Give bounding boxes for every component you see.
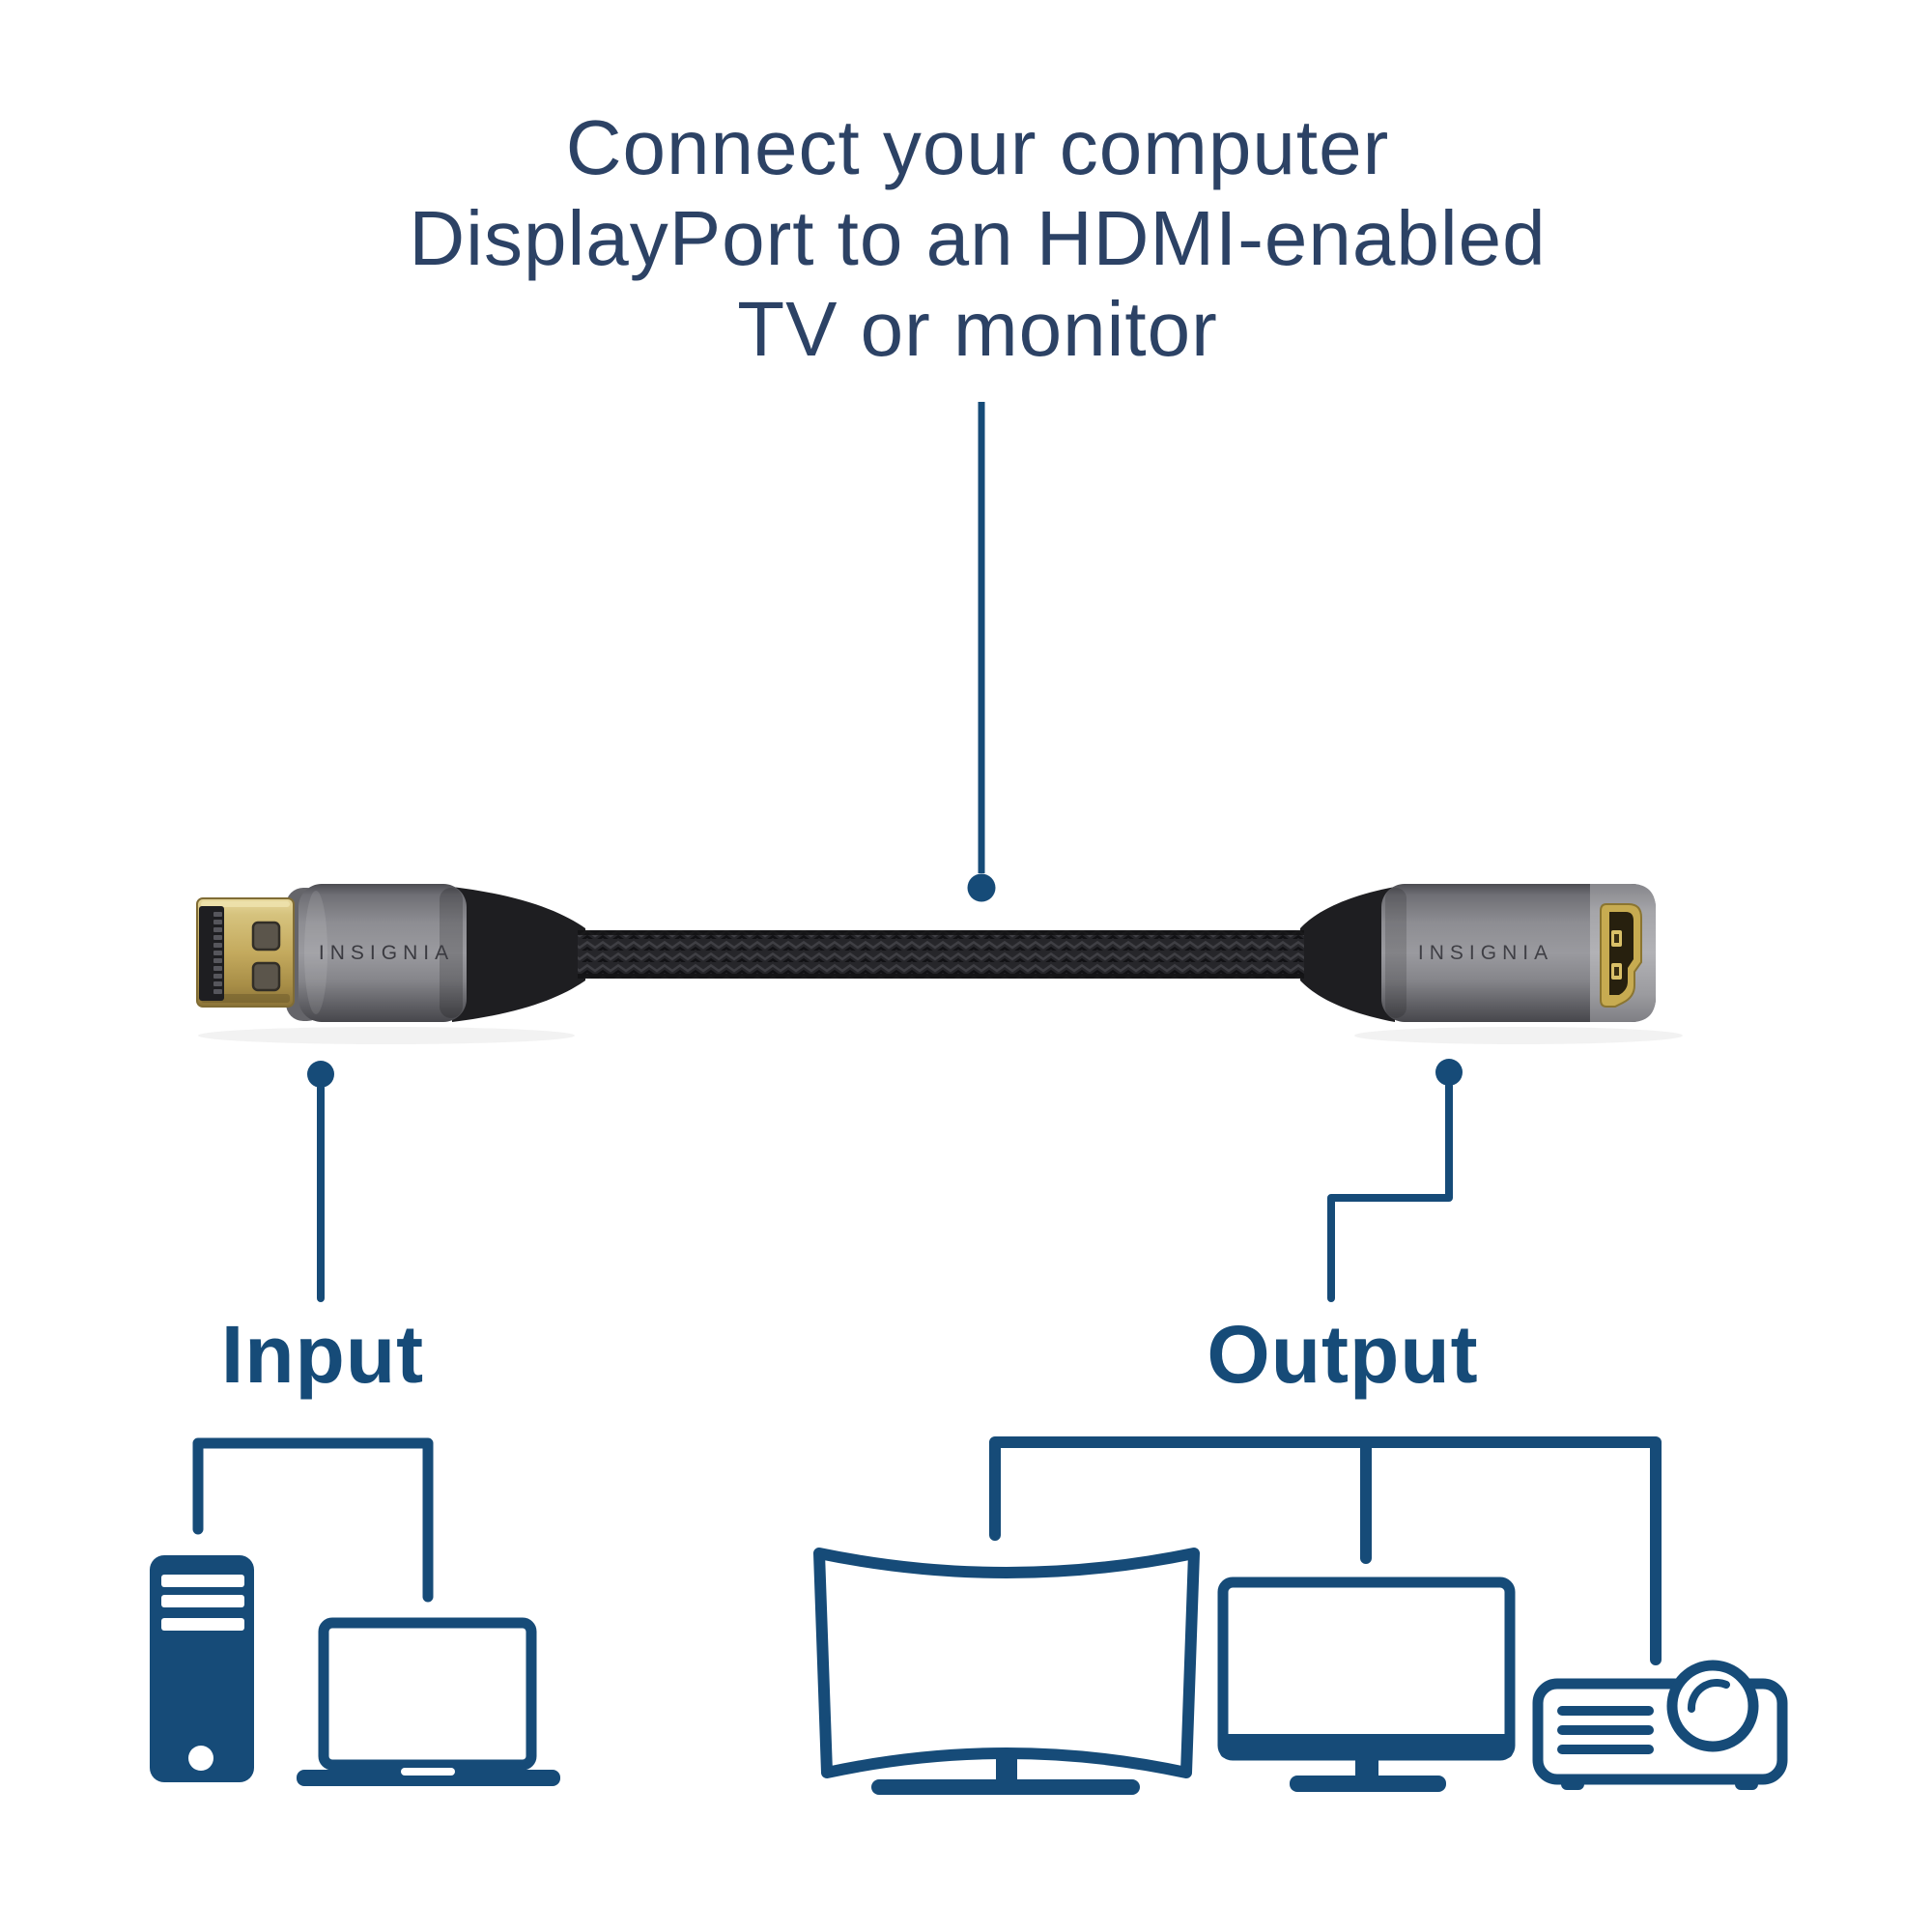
curved-tv-icon bbox=[813, 1548, 1200, 1795]
displayport-connector bbox=[196, 884, 467, 1022]
left-connector-brand-text: INSIGNIA bbox=[318, 942, 455, 964]
left-strain-relief bbox=[452, 887, 585, 1022]
projector-lens-highlight bbox=[1688, 1679, 1730, 1713]
dp-plug-hole-top bbox=[251, 921, 281, 952]
braided-cable bbox=[578, 930, 1304, 979]
projector-lens bbox=[1666, 1660, 1759, 1752]
headline-line1: Connect your computer bbox=[565, 104, 1390, 190]
headline-callout bbox=[967, 402, 996, 902]
right-strain-relief bbox=[1300, 887, 1395, 1022]
input-bracket bbox=[192, 1437, 434, 1603]
input-callout-dot bbox=[307, 1061, 334, 1088]
dp-plug-hole-bottom bbox=[251, 961, 281, 992]
right-connector-shadow bbox=[1354, 1027, 1683, 1044]
right-connector-brand-text: INSIGNIA bbox=[1417, 942, 1554, 964]
desktop-tower-icon bbox=[150, 1555, 254, 1782]
hdmi-housing bbox=[1381, 884, 1656, 1022]
headline-line2: DisplayPort to an HDMI-enabled bbox=[409, 195, 1547, 281]
output-callout bbox=[1327, 1059, 1463, 1302]
headline: Connect your computer DisplayPort to an … bbox=[23, 102, 1932, 375]
output-label: Output bbox=[1207, 1309, 1479, 1400]
adapter-cable-photo bbox=[196, 884, 1683, 1044]
hdmi-connector bbox=[1381, 884, 1656, 1022]
output-callout-line bbox=[1327, 1082, 1453, 1302]
dp-housing bbox=[298, 884, 467, 1022]
input-label: Input bbox=[220, 1309, 425, 1400]
monitor-icon bbox=[1217, 1577, 1516, 1792]
output-bracket bbox=[989, 1436, 1662, 1665]
output-callout-dot bbox=[1435, 1059, 1463, 1086]
left-connector-shadow bbox=[198, 1027, 575, 1044]
headline-line3: TV or monitor bbox=[737, 286, 1218, 372]
laptop-icon bbox=[297, 1617, 560, 1786]
headline-callout-dot bbox=[967, 873, 996, 902]
dp-pins bbox=[213, 912, 222, 994]
input-callout bbox=[307, 1061, 334, 1302]
projector-icon bbox=[1532, 1660, 1788, 1790]
